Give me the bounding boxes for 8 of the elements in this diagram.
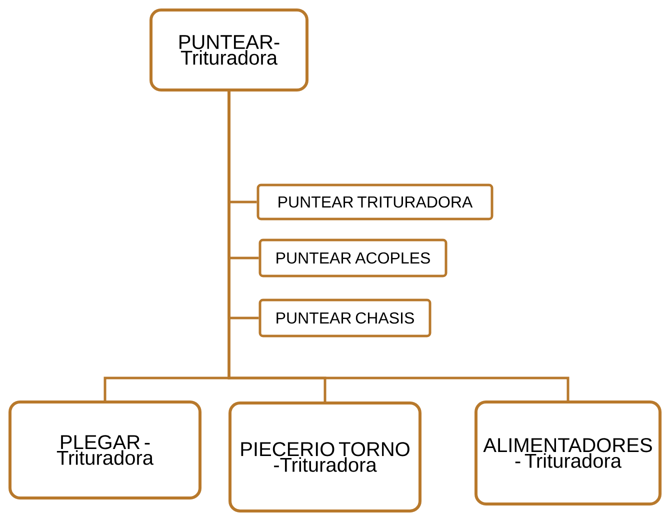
task-box: PUNTEAR CHASIS [258, 298, 432, 338]
process-box: PIECERIO TORNO -Trituradora [228, 402, 422, 512]
process-box: ALIMENTADORES - Trituradora [474, 400, 662, 506]
process-box: PUNTEAR- Trituradora [150, 8, 308, 92]
task-box: PUNTEAR ACOPLES [258, 238, 448, 278]
task-box: PUNTEAR TRITURADORA [256, 184, 494, 220]
connector-line [228, 92, 570, 400]
process-box: PLEGAR - Trituradora [8, 400, 202, 500]
